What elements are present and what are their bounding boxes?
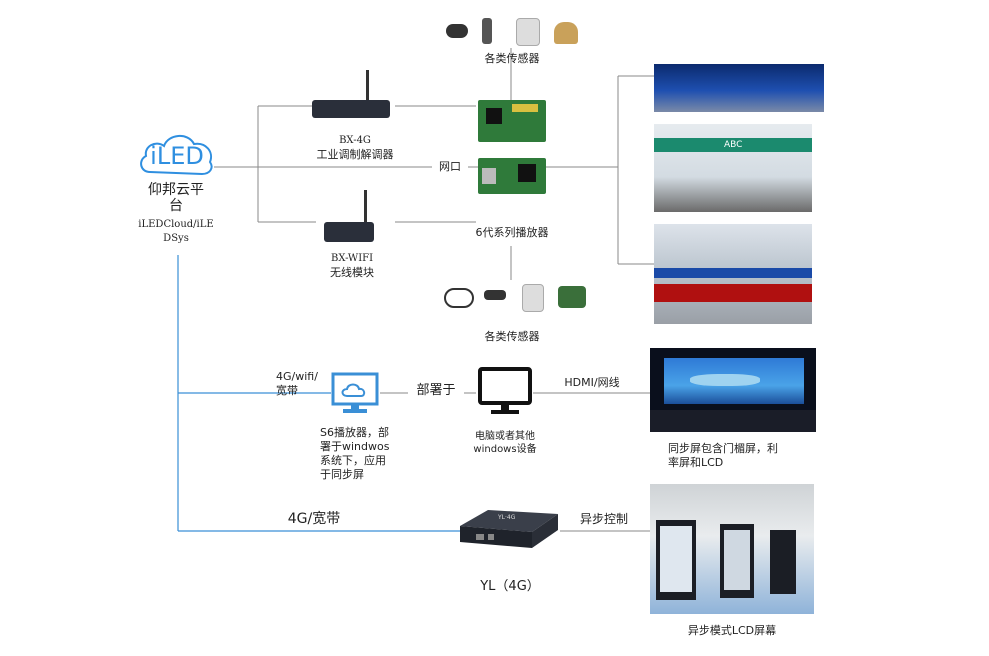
box-sensor-icon [516, 18, 540, 46]
s6-link-line2: 宽带 [276, 384, 298, 397]
bx4g-modem-image [312, 70, 394, 118]
iled-cloud-logo: iLED [136, 128, 216, 180]
bxwifi-module-image [324, 190, 376, 242]
yl-4g-device-image: YL·4G [458, 500, 560, 550]
ethernet-label: 网口 [432, 160, 468, 174]
air-sensor-icon [558, 286, 586, 308]
player6-label: 6代系列播放器 [475, 226, 549, 239]
anemometer-icon [444, 288, 474, 308]
device-label: YL·4G [498, 514, 516, 521]
cloud-subtitle-line2: DSys [163, 233, 189, 244]
pc-monitor-icon [477, 366, 533, 418]
wind-vane-icon [484, 290, 506, 300]
sync-screen-desc-line2: 率屏和LCD [668, 456, 724, 469]
tube-sensor-icon [482, 18, 492, 44]
bottom-sensor-images [444, 284, 594, 316]
top-sensor-images [446, 18, 586, 48]
cloud-title-line2: 台 [169, 198, 183, 214]
async-control-label: 异步控制 [579, 512, 628, 526]
deploy-label: 部署于 [408, 384, 464, 398]
pc-desc-line1: 电脑或者其他 [475, 431, 535, 442]
bank-storefront-photo: ABC [654, 124, 812, 212]
cloud-subtitle-line1: iLEDCloud/iLE [138, 219, 214, 230]
async-screen-label: 异步模式LCD屏幕 [687, 624, 777, 637]
controller-board-image [478, 100, 546, 142]
antenna-icon [366, 70, 369, 100]
s6-desc-line1: S6播放器，部 [320, 426, 389, 439]
cloud-title-line1: 仰邦云平 [148, 182, 204, 198]
s6-desc-line4: 于同步屏 [320, 468, 364, 481]
bx4g-name: BX-4G [339, 135, 371, 146]
s6-desc-line3: 系统下，应用 [320, 454, 386, 467]
bxwifi-desc: 无线模块 [330, 266, 374, 279]
top-sensors-label: 各类传感器 [484, 52, 540, 65]
building-led-photo [654, 224, 812, 324]
abc-sign: ABC [724, 140, 743, 150]
controller-board-image [478, 158, 546, 194]
s6-desc-line2: 署于windwos [320, 440, 390, 453]
hdmi-label: HDMI/网线 [564, 376, 620, 389]
dome-sensor-icon [554, 22, 578, 44]
s6-player-icon [331, 372, 379, 416]
probe-sensor-icon [446, 24, 468, 38]
cloud-logo-text: iLED [150, 142, 204, 170]
bx4g-desc: 工业调制解调器 [316, 148, 394, 161]
yl-device-label: YL（4G） [480, 579, 540, 594]
sync-screen-desc-line1: 同步屏包含门楣屏，利 [668, 442, 778, 455]
async-lcd-photo [650, 484, 814, 614]
bottom-sensors-label: 各类传感器 [484, 330, 540, 343]
yl-link-label: 4G/宽带 [287, 511, 341, 527]
stage-led-screen-photo [650, 348, 816, 432]
lobby-photo [654, 64, 824, 112]
s6-link-line1: 4G/wifi/ [276, 370, 318, 383]
box-sensor-icon [522, 284, 544, 312]
pc-desc-line2: windows设备 [473, 444, 537, 455]
antenna-icon [364, 190, 367, 222]
bxwifi-name: BX-WIFI [330, 253, 374, 264]
